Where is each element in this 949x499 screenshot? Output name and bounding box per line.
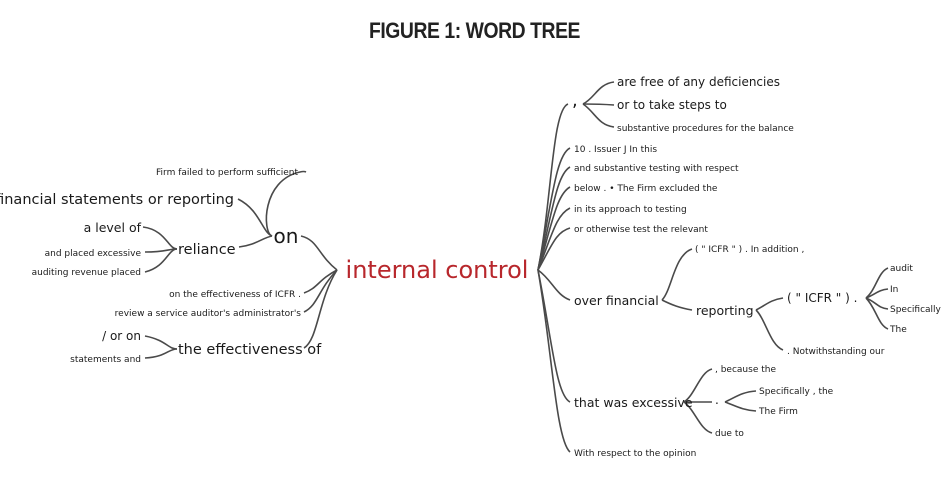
node-dot: . xyxy=(715,393,719,407)
tree-connectors xyxy=(142,81,889,453)
leaf-issuer-j: 10 . Issuer J In this xyxy=(574,145,657,155)
leaf-statements-and: statements and xyxy=(70,355,141,365)
leaf-firm-excluded: below . • The Firm excluded the xyxy=(574,184,718,194)
node-over-financial: over financial xyxy=(574,293,659,308)
leaf-otherwise-test: or otherwise test the relevant xyxy=(574,225,708,235)
leaf-specifically: Specifically xyxy=(890,305,942,315)
leaf-audit: audit xyxy=(890,264,913,274)
leaf-substantive-testing: and substantive testing with respect xyxy=(574,164,739,174)
leaf-the: The xyxy=(889,325,907,335)
root-term: internal control xyxy=(346,256,529,284)
node-reporting: reporting xyxy=(696,303,754,318)
node-reliance: reliance xyxy=(178,242,236,258)
node-icfr: ( " ICFR " ) . xyxy=(787,291,857,305)
figure-title: FIGURE 1: WORD TREE xyxy=(368,18,581,43)
leaf-notwithstanding: . Notwithstanding our xyxy=(787,347,885,357)
leaf-financial-statements: financial statements or reporting xyxy=(0,192,234,208)
leaf-specifically-the: Specifically , the xyxy=(759,387,834,397)
node-on: on xyxy=(274,224,299,248)
leaf-because-the: , because the xyxy=(715,365,776,375)
leaf-the-firm: The Firm xyxy=(758,407,798,417)
leaf-firm-failed: Firm failed to perform sufficient xyxy=(156,168,298,178)
leaf-placed-excessive: and placed excessive xyxy=(45,249,142,259)
leaf-auditing-revenue: auditing revenue placed xyxy=(32,268,141,278)
leaf-service-auditor: review a service auditor's administrator… xyxy=(115,309,302,319)
leaf-take-steps: or to take steps to xyxy=(617,98,727,112)
node-effectiveness: the effectiveness of xyxy=(178,342,322,358)
leaf-approach-testing: in its approach to testing xyxy=(574,205,687,215)
node-comma: , xyxy=(572,90,578,111)
leaf-respect-to-opinion: With respect to the opinion xyxy=(574,449,696,459)
leaf-due-to: due to xyxy=(715,429,744,439)
leaf-substantive-procedures: substantive procedures for the balance xyxy=(617,124,794,134)
leaf-free-of-deficiencies: are free of any deficiencies xyxy=(617,75,780,89)
leaf-or-on: / or on xyxy=(102,329,141,343)
leaf-effectiveness-icfr: on the effectiveness of ICFR . xyxy=(169,290,301,300)
node-that-was-excessive: that was excessive xyxy=(574,395,693,410)
leaf-icfr-in-addition: ( " ICFR " ) . In addition , xyxy=(695,245,804,255)
leaf-in: In xyxy=(890,285,898,295)
leaf-a-level-of: a level of xyxy=(84,220,142,235)
